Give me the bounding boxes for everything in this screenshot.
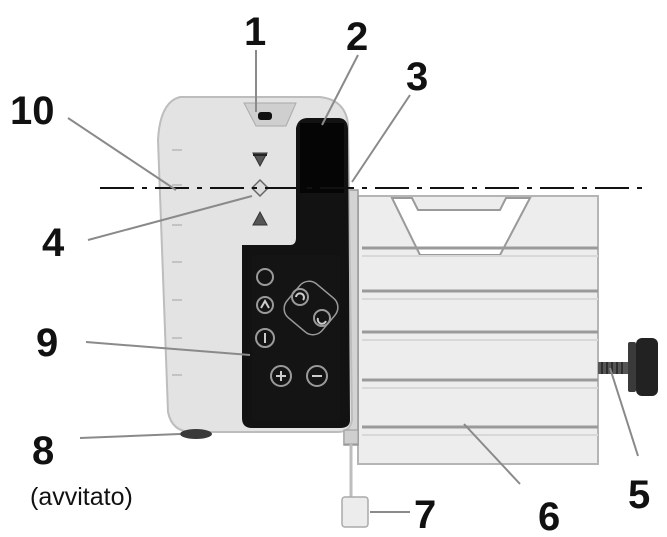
label-6: 6 xyxy=(538,495,560,537)
label-7: 7 xyxy=(414,493,436,537)
laser-aperture xyxy=(258,112,272,120)
laser-window xyxy=(300,123,344,193)
control-panel xyxy=(242,118,350,428)
cable-clip xyxy=(341,429,369,528)
adjustment-knob xyxy=(598,338,658,396)
label-5: 5 xyxy=(628,473,650,517)
keypad-buttons xyxy=(255,268,339,387)
label-8: 8 xyxy=(32,429,54,473)
mounting-plate xyxy=(357,195,599,465)
plate-ribs xyxy=(362,246,598,429)
label-8-note: (avvitato) xyxy=(30,483,133,511)
level-indicators xyxy=(250,152,270,226)
label-1: 1 xyxy=(244,10,266,54)
scale-ticks xyxy=(172,149,182,376)
label-9: 9 xyxy=(36,321,58,365)
label-3: 3 xyxy=(406,55,428,99)
leader-lines xyxy=(67,50,639,513)
screw-foot xyxy=(180,429,212,439)
label-4: 4 xyxy=(42,221,65,265)
label-2: 2 xyxy=(346,15,368,59)
label-10: 10 xyxy=(10,89,55,133)
